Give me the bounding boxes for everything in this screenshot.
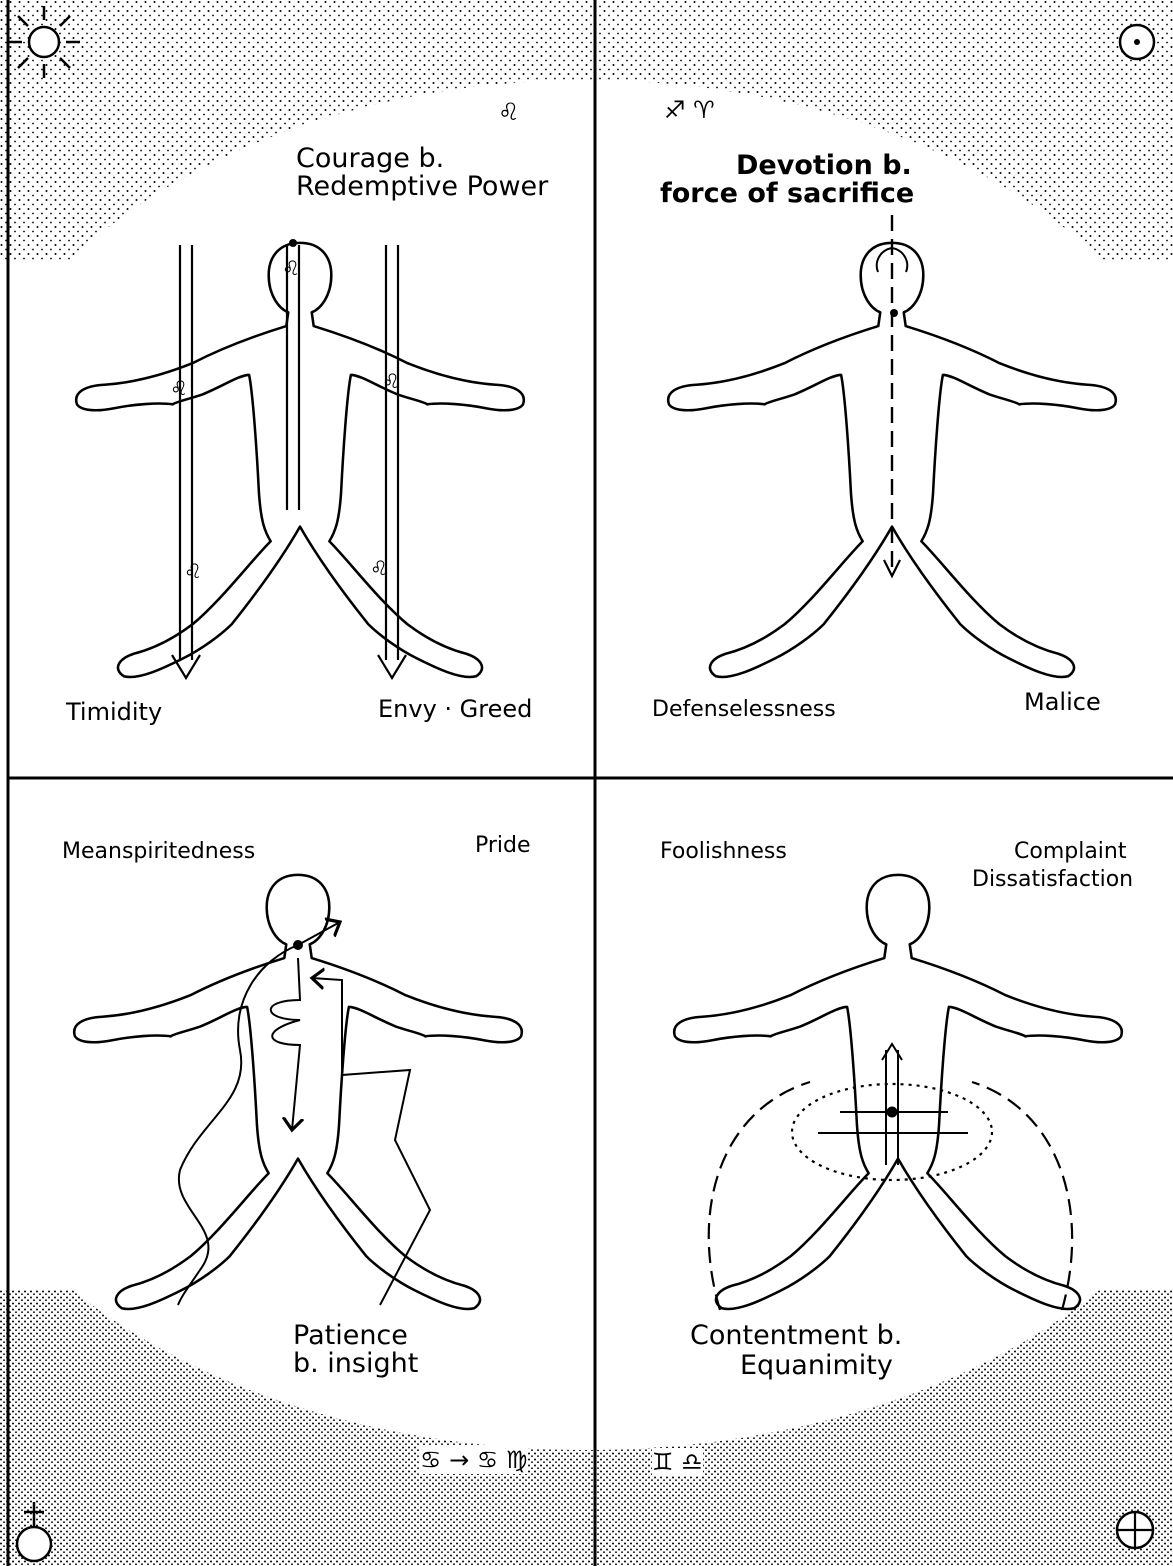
title-contentment-1: Contentment b. — [690, 1322, 902, 1350]
svg-text:♌: ♌ — [170, 376, 188, 400]
zodiac-gemini-libra: ♊ ♎ — [652, 1448, 703, 1476]
earth-circled-cross-icon — [1117, 1512, 1153, 1548]
title-patience-1: Patience — [293, 1322, 408, 1350]
zodiac-cancer-virgo: ♋ → ♋ ♍ — [420, 1446, 528, 1474]
title-patience-2: b. insight — [293, 1350, 418, 1378]
title-devotion-2: force of sacrifice — [660, 180, 914, 208]
title-contentment-2: Equanimity — [740, 1352, 893, 1380]
sun-rays-icon — [8, 6, 80, 78]
title-courage-1: Courage b. — [296, 145, 444, 173]
vice-dissatisfaction: Dissatisfaction — [972, 868, 1133, 891]
vice-defenselessness: Defenselessness — [652, 698, 836, 721]
svg-text:♌: ♌ — [370, 556, 388, 580]
title-devotion-1: Devotion b. — [736, 152, 912, 180]
vice-meanspiritedness: Meanspiritedness — [62, 840, 255, 863]
vice-malice: Malice — [1024, 690, 1101, 715]
zodiac-leo: ♌ — [498, 98, 520, 126]
svg-text:♌: ♌ — [382, 369, 400, 393]
svg-text:♌: ♌ — [184, 559, 202, 583]
sun-circle-icon — [1120, 25, 1154, 59]
vice-envy-greed: Envy · Greed — [378, 697, 532, 722]
vice-complaint: Complaint — [1014, 840, 1127, 863]
zodiac-sagittarius-aries: ♐ ♈ — [664, 96, 715, 124]
svg-text:♌: ♌ — [282, 256, 300, 280]
title-courage-2: Redemptive Power — [296, 173, 548, 201]
vice-timidity: Timidity — [66, 700, 162, 725]
vice-foolishness: Foolishness — [660, 840, 787, 863]
vice-pride: Pride — [475, 834, 531, 857]
